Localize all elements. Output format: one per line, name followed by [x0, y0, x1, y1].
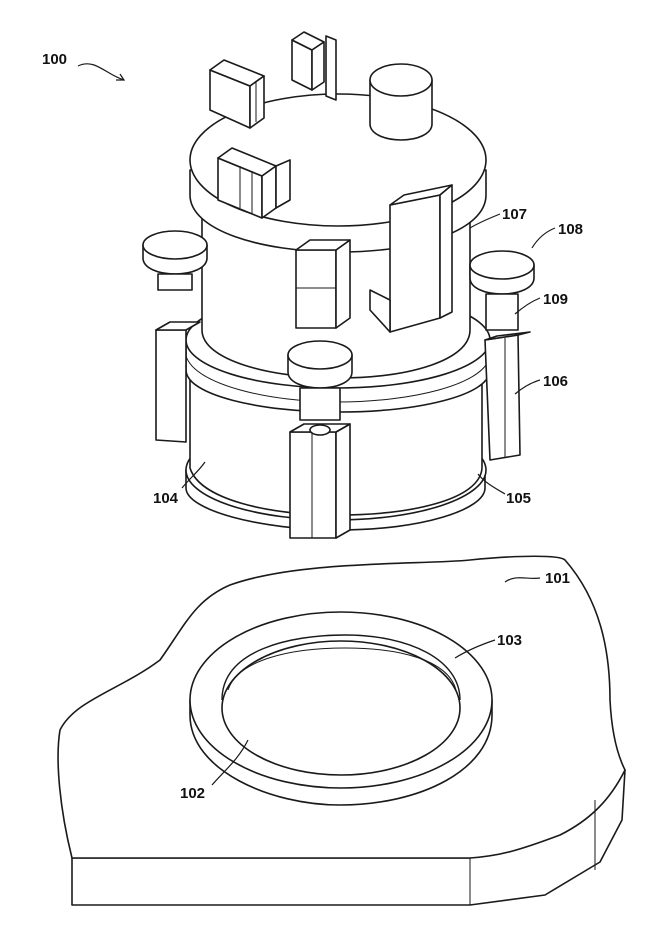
label-102: 102: [180, 785, 205, 802]
opening: [222, 641, 460, 775]
label-100: 100: [42, 51, 67, 68]
side-post: [485, 332, 530, 460]
front-post: [290, 424, 350, 538]
label-106: 106: [543, 373, 568, 390]
label-108: 108: [558, 221, 583, 238]
component-fins: [292, 32, 336, 100]
label-103: 103: [497, 632, 522, 649]
label-101: 101: [545, 570, 570, 587]
label-104: 104: [153, 490, 179, 507]
component-cylinder: [370, 64, 432, 140]
label-107: 107: [502, 206, 527, 223]
label-109: 109: [543, 291, 568, 308]
label-105: 105: [506, 490, 531, 507]
cap-right: [470, 251, 534, 330]
component-block-left: [210, 60, 264, 128]
cap-left: [143, 231, 207, 290]
